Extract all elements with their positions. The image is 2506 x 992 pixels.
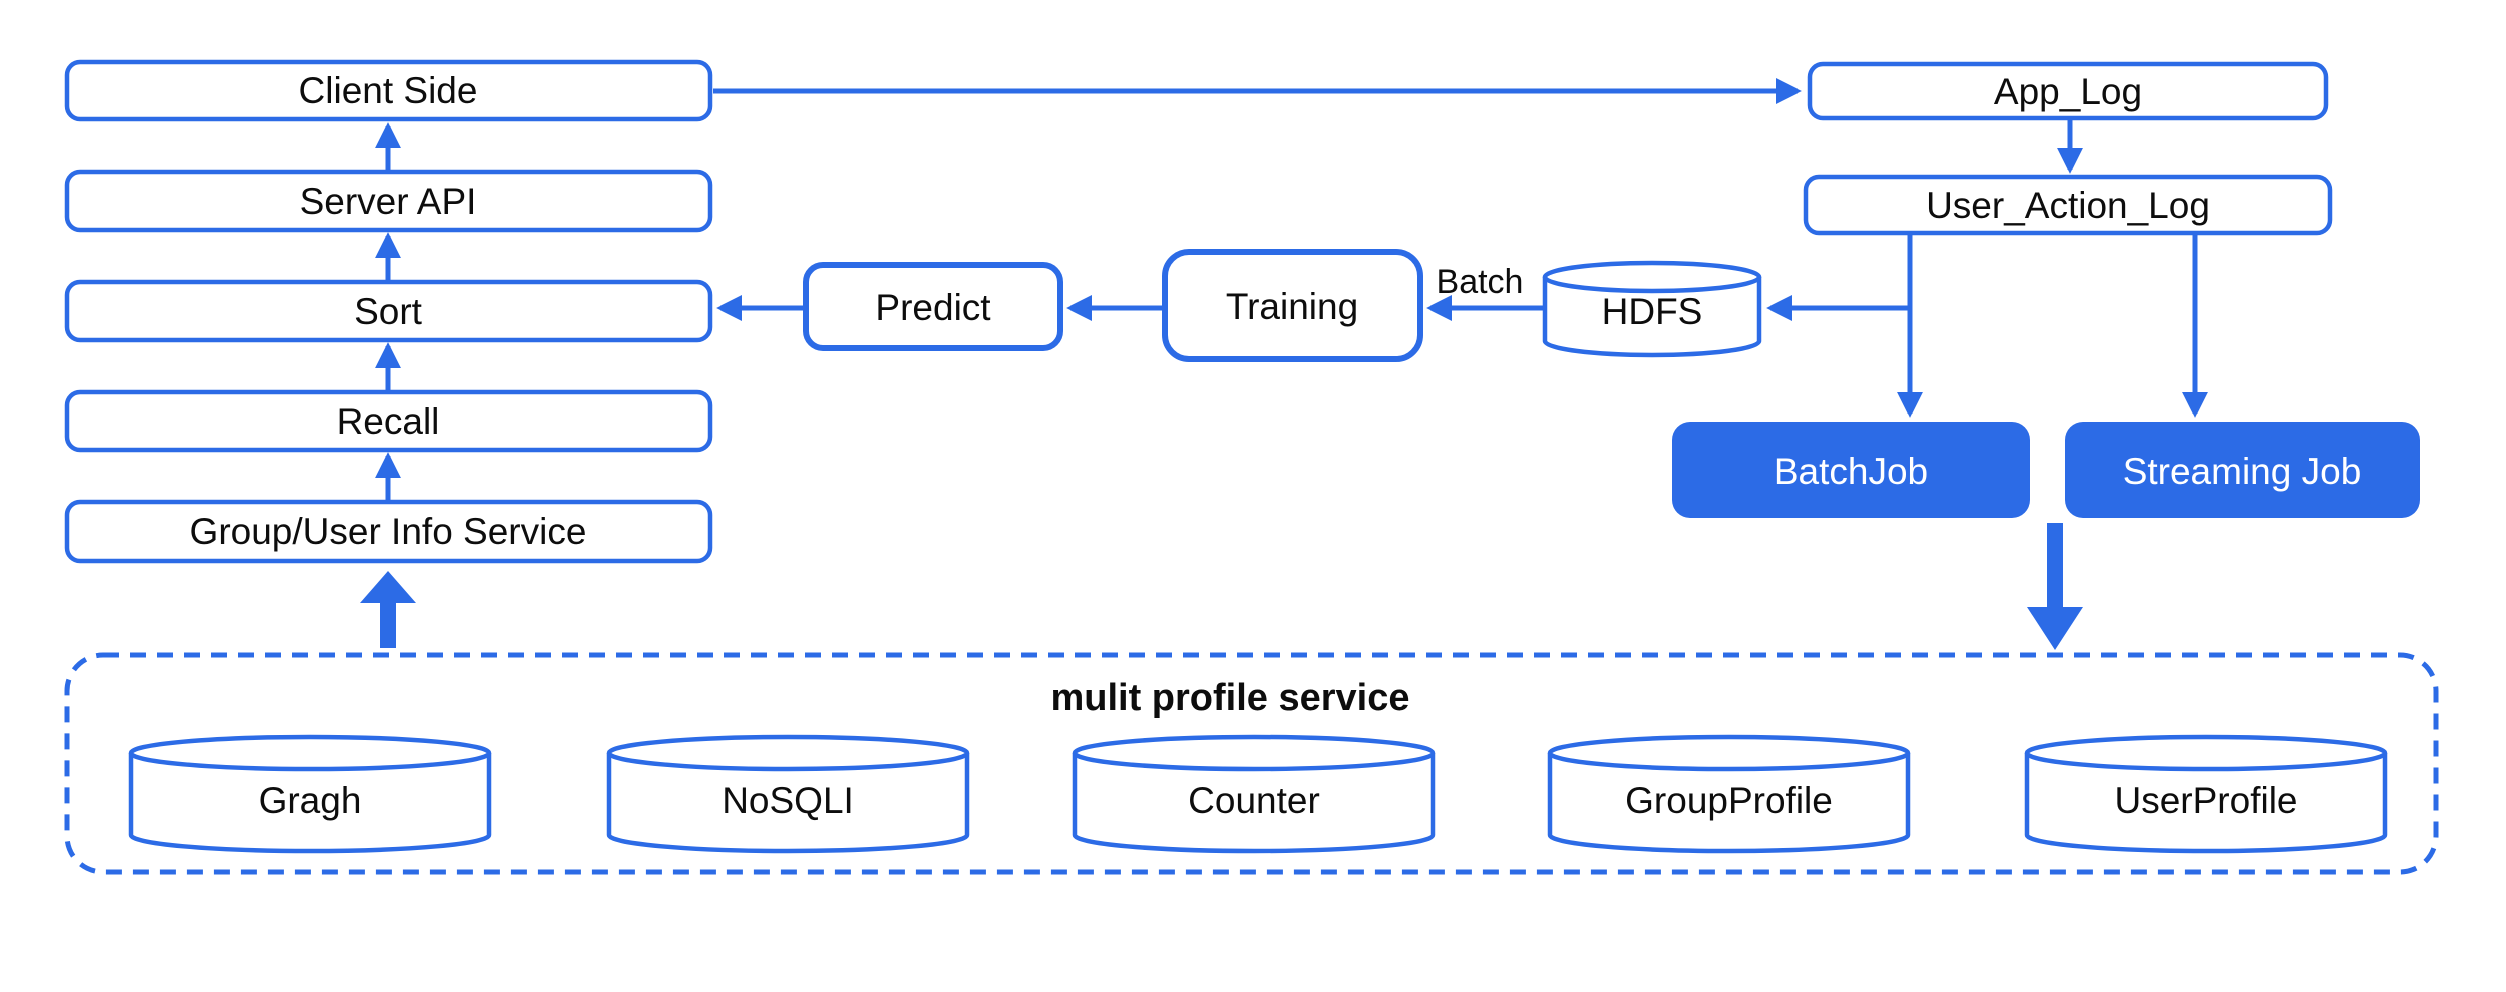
streaming-job-box [2065, 422, 2420, 518]
nosqli-cylinder-top [606, 734, 970, 772]
counter-cylinder-top [1072, 734, 1436, 772]
streaming-job-label: Streaming Job [2123, 451, 2362, 492]
store-nosqli: NoSQLI [606, 734, 970, 854]
recall-label: Recall [337, 401, 440, 442]
store-gragh: Gragh [128, 734, 492, 854]
group-profile-cylinder-body [1547, 753, 1911, 854]
user-profile-cylinder-body [2024, 753, 2388, 854]
node-client-side: Client Side [64, 59, 713, 122]
sort-label: Sort [354, 291, 423, 332]
server-api-label: Server API [300, 181, 477, 222]
store-user-profile: UserProfile [2024, 734, 2388, 854]
group-user-info-service-box [64, 499, 713, 564]
hdfs-cylinder-body [1542, 277, 1762, 358]
batch-job-label: BatchJob [1774, 451, 1928, 492]
hdfs-label: HDFS [1602, 291, 1703, 332]
thick-arrow-jobs-to-profile-service [2027, 523, 2083, 650]
client-side-label: Client Side [299, 70, 478, 111]
nosqli-label: NoSQLI [722, 780, 854, 821]
node-server-api: Server API [64, 169, 713, 233]
sort-box [64, 279, 713, 343]
training-label: Training [1226, 286, 1358, 327]
predict-label: Predict [875, 287, 991, 328]
app-log-box [1807, 61, 2329, 121]
node-training: Training [1162, 249, 1423, 362]
store-group-profile: GroupProfile [1547, 734, 1911, 854]
group-profile-cylinder-top [1547, 734, 1911, 772]
node-group-user-info-service: Group/User Info Service [64, 499, 713, 564]
node-app-log: App_Log [1807, 61, 2329, 121]
user-action-log-label: User_Action_Log [1926, 185, 2210, 226]
hdfs-cylinder-top [1542, 260, 1762, 294]
user-action-log-box [1803, 174, 2333, 236]
counter-cylinder-body [1072, 753, 1436, 854]
recall-box [64, 389, 713, 453]
node-sort: Sort [64, 279, 713, 343]
edges: Batch [360, 78, 2208, 650]
training-box [1162, 249, 1423, 362]
user-profile-cylinder-top [2024, 734, 2388, 772]
gragh-cylinder-top [128, 734, 492, 772]
thick-arrow-profile-service-to-group-user-info [360, 571, 416, 648]
gragh-cylinder-body [128, 753, 492, 854]
multi-profile-service-border [64, 652, 2439, 875]
client-side-box [64, 59, 713, 122]
node-hdfs: HDFS [1542, 260, 1762, 358]
node-recall: Recall [64, 389, 713, 453]
nosqli-cylinder-body [606, 753, 970, 854]
multi-profile-service-title: mulit profile service [1050, 677, 1409, 719]
app-log-label: App_Log [1994, 71, 2142, 112]
user-profile-label: UserProfile [2115, 780, 2298, 821]
batch-job-box [1672, 422, 2030, 518]
group-profile-label: GroupProfile [1625, 780, 1833, 821]
node-batch-job: BatchJob [1672, 422, 2030, 518]
edge-label-batch: Batch [1437, 263, 1524, 301]
node-streaming-job: Streaming Job [2065, 422, 2420, 518]
server-api-box [64, 169, 713, 233]
group-user-info-service-label: Group/User Info Service [190, 511, 587, 552]
node-user-action-log: User_Action_Log [1803, 174, 2333, 236]
predict-box [803, 262, 1063, 351]
multi-profile-service-container: mulit profile service Gragh NoSQLI Count… [64, 652, 2439, 875]
store-counter: Counter [1072, 734, 1436, 854]
node-predict: Predict [803, 262, 1063, 351]
gragh-label: Gragh [259, 780, 362, 821]
counter-label: Counter [1188, 780, 1320, 821]
